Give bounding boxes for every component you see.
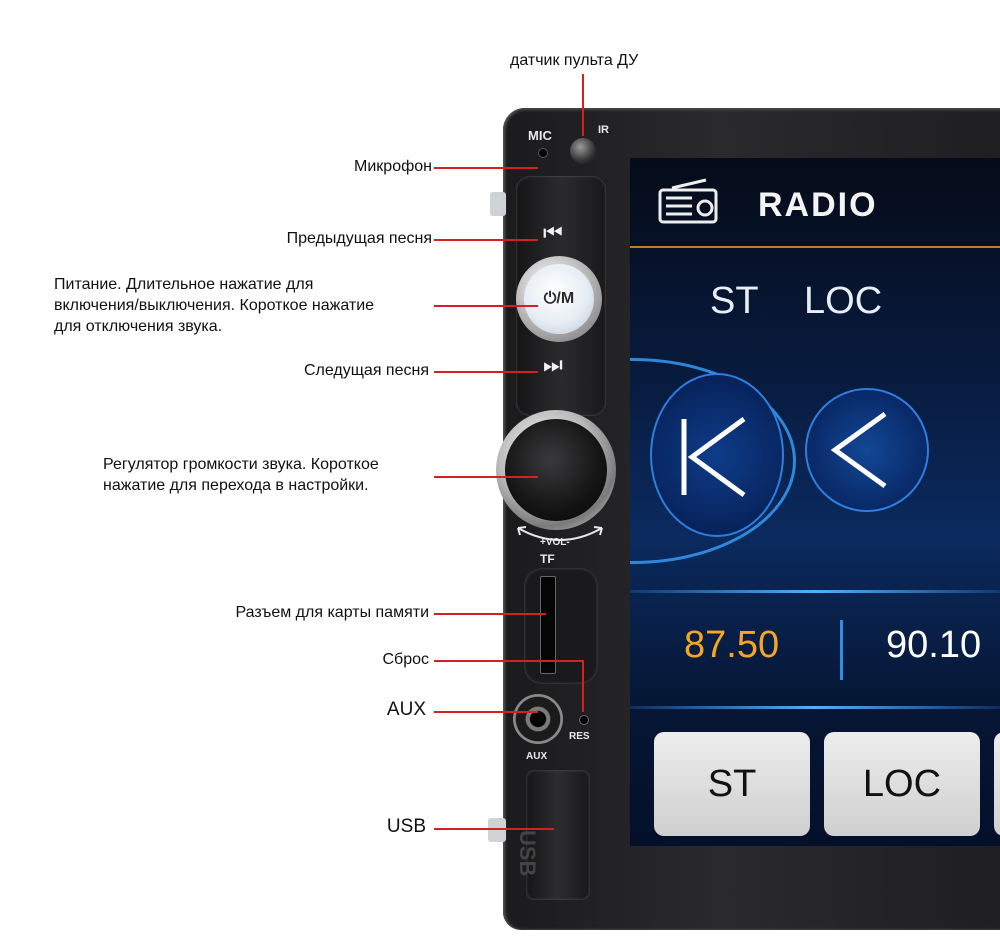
callout-power-line2: включения/выключения. Короткое нажатие — [54, 297, 375, 314]
res-label: RES — [569, 731, 590, 742]
radio-icon — [658, 178, 718, 224]
callout-aux: AUX — [386, 699, 426, 720]
callout-power: Питание. Длительное нажатие для включени… — [54, 274, 374, 337]
leader-next — [434, 371, 538, 373]
usb-port-cover[interactable] — [526, 770, 590, 900]
leader-tf — [434, 613, 546, 615]
callout-volume: Регулятор громкости звука. Короткое нажа… — [103, 454, 379, 496]
leader-prev — [434, 239, 538, 241]
callout-prev-song: Предыдущая песня — [286, 230, 432, 247]
mode-st[interactable]: ST — [710, 280, 759, 322]
ir-sensor — [570, 138, 596, 164]
mount-tab-top — [490, 192, 506, 216]
mode-loc[interactable]: LOC — [804, 280, 883, 322]
power-button[interactable]: ⏻/M — [524, 264, 594, 334]
mount-tab-bottom — [488, 818, 506, 842]
leader-usb — [434, 828, 554, 830]
aux-label: AUX — [526, 751, 548, 762]
header-divider — [630, 246, 1000, 248]
tf-card-slot[interactable] — [540, 576, 556, 674]
callout-power-line3: для отключения звука. — [54, 318, 223, 335]
freq-active[interactable]: 87.50 — [684, 624, 780, 666]
freq-next[interactable]: 90.10 — [886, 624, 982, 666]
freq-divider — [840, 620, 843, 680]
radio-screen: RADIO ST LOC 87.50 90.10 ST LOC — [630, 158, 1000, 846]
leader-volume — [434, 476, 538, 478]
mic-hole — [538, 148, 548, 158]
reset-hole[interactable] — [579, 715, 589, 725]
callout-next-song: Следущая песня — [303, 362, 429, 379]
st-button[interactable]: ST — [654, 732, 810, 836]
callout-power-line1: Питание. Длительное нажатие для — [54, 276, 314, 293]
callout-volume-line2: нажатие для перехода в настройки. — [103, 477, 369, 494]
leader-mic — [434, 167, 538, 169]
leader-power — [434, 305, 538, 307]
callout-volume-line1: Регулятор громкости звука. Короткое — [103, 456, 379, 473]
freq-bottom-line — [630, 706, 1000, 709]
mic-label: MIC — [528, 128, 552, 143]
tf-label: TF — [540, 552, 555, 566]
tf-card-slot-frame — [524, 568, 598, 684]
vol-label: +VOL- — [540, 537, 570, 548]
leader-reset-down — [582, 660, 584, 712]
callout-usb: USB — [386, 816, 426, 837]
seek-prev-button[interactable] — [650, 373, 784, 537]
next-song-button[interactable]: ⏭ — [543, 352, 563, 377]
leader-reset — [434, 660, 584, 662]
ir-label: IR — [598, 124, 609, 136]
aux-jack[interactable] — [513, 694, 563, 744]
volume-arc-icon — [517, 526, 603, 541]
callout-ir-sensor: датчик пульта ДУ — [510, 52, 639, 69]
seek-prev-icon — [681, 416, 746, 498]
freq-top-line — [630, 590, 1000, 593]
prev-song-button[interactable]: ⏮ — [543, 220, 563, 245]
callout-microphone: Микрофон — [354, 158, 432, 175]
usb-door-label: USB — [515, 830, 540, 877]
loc-button[interactable]: LOC — [824, 732, 980, 836]
callout-tf-slot: Разъем для карты памяти — [235, 604, 429, 621]
next-soft-button[interactable] — [994, 732, 1000, 836]
chevron-left-icon — [830, 411, 887, 489]
leader-ir — [582, 74, 584, 136]
step-prev-button[interactable] — [805, 388, 929, 512]
screen-title: RADIO — [758, 186, 878, 224]
volume-knob[interactable] — [505, 419, 607, 521]
callout-reset: Сброс — [382, 651, 429, 668]
leader-aux — [434, 711, 538, 713]
